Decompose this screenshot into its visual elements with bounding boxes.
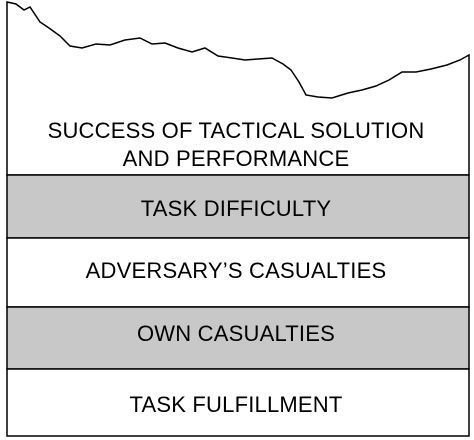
layer-own-label: OWN CASUALTIES	[137, 321, 335, 346]
layer-difficulty-label: TASK DIFFICULTY	[140, 196, 332, 221]
layer-success-label-line-1: SUCCESS OF TACTICAL SOLUTION	[47, 118, 425, 143]
layer-task-shape	[6, 368, 470, 437]
layer-success-label-line-2: AND PERFORMANCE	[122, 146, 350, 171]
layer-task-label: TASK FULFILLMENT	[129, 392, 343, 417]
layer-own-shape	[6, 306, 470, 370]
layer-difficulty-shape	[6, 174, 470, 239]
layer-success-label: SUCCESS OF TACTICAL SOLUTION AND PERFORM…	[6, 117, 466, 173]
layer-success-shape	[6, 1, 470, 176]
layer-adversary-shape	[6, 237, 470, 308]
layer-adversary-label: ADVERSARY’S CASUALTIES	[85, 258, 387, 283]
